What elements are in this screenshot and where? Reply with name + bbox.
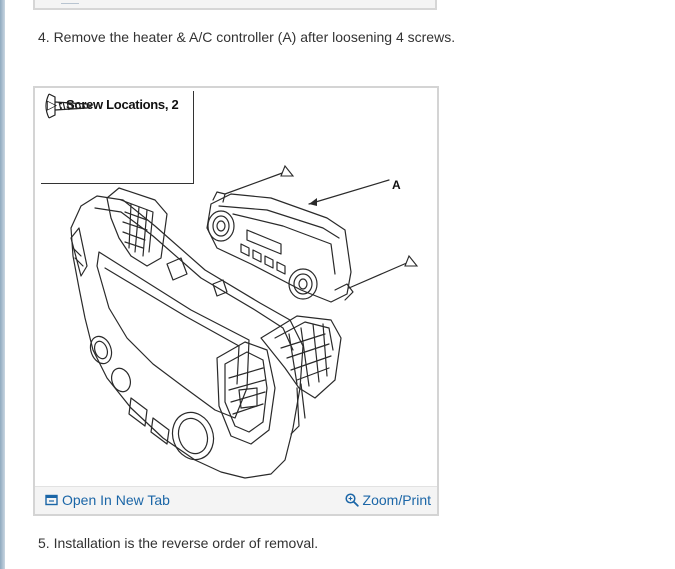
screw-location-legend: ▷: Screw Locations, 2: [41, 91, 194, 184]
zoom-print-label: Zoom/Print: [362, 492, 431, 508]
previous-figure-link-fragment: [61, 0, 79, 4]
zoom-print-link[interactable]: Zoom/Print: [344, 492, 431, 508]
figure-footer: Open In New Tab Zoom/Print: [35, 486, 437, 514]
screw-icon: [45, 93, 93, 119]
legend-title: ▷: Screw Locations, 2: [47, 97, 179, 113]
legend-text: : Screw Locations, 2: [58, 97, 179, 112]
open-in-new-tab-label: Open In New Tab: [62, 492, 170, 508]
step-5-text: 5. Installation is the reverse order of …: [38, 535, 319, 551]
step-4-text: 4. Remove the heater & A/C controller (A…: [38, 29, 456, 45]
screw-location-triangle-icon: ▷: [47, 97, 57, 112]
window-left-edge: [0, 0, 5, 569]
previous-figure-frame: [33, 0, 437, 10]
diagram-illustration: [70, 164, 419, 479]
callout-label-a: A: [392, 178, 401, 192]
zoom-icon: [344, 493, 359, 507]
open-in-new-tab-link[interactable]: Open In New Tab: [45, 492, 170, 508]
heater-ac-controller-diagram[interactable]: ▷: Screw Locations, 2 A: [35, 88, 437, 486]
open-in-new-tab-icon: [45, 494, 58, 506]
figure-frame: ▷: Screw Locations, 2 A: [33, 86, 439, 516]
